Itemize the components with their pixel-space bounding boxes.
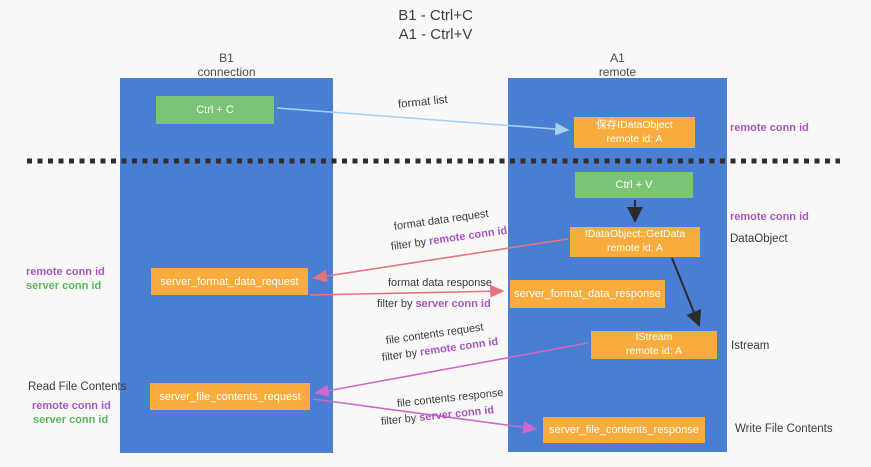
arrow-format-data-response [309, 284, 505, 298]
label-server-conn-id-left-1: server conn id [26, 280, 102, 292]
node-server-format-data-request: server_format_data_request [151, 268, 308, 295]
node-istream: IStream remote id: A [591, 331, 717, 359]
diagram-title: B1 - Ctrl+C A1 - Ctrl+V [0, 6, 871, 44]
lane-a1-name: A1 [610, 51, 625, 65]
title-line-2: A1 - Ctrl+V [398, 26, 473, 43]
label-istream: Istream [731, 340, 770, 352]
filter-by-text: filter by [390, 236, 427, 253]
label-remote-conn-id-mid-right: remote conn id [730, 211, 809, 223]
title-line-1: B1 - Ctrl+C [398, 7, 473, 24]
server-conn-id-text: server conn id [418, 404, 495, 424]
node-save-idataobject: 保存IDataObject remote id: A [574, 117, 695, 148]
node-ctrl-v: Ctrl + V [575, 172, 693, 198]
node-server-file-contents-response: server_file_contents_response [543, 417, 705, 443]
node-istream-line2: remote id: A [625, 345, 683, 357]
node-idataobject-getdata: IDataObject::GetData remote id: A [570, 227, 700, 257]
node-file-request-label: server_file_contents_request [159, 390, 301, 403]
label-remote-conn-id-left-2: remote conn id [32, 400, 111, 412]
node-server-format-data-response: server_format_data_response [510, 280, 665, 308]
filter-by-text: filter by [380, 412, 417, 428]
node-getdata-line1: IDataObject::GetData [584, 228, 686, 241]
node-format-request-label: server_format_data_request [160, 275, 299, 288]
server-conn-id-text: server conn id [415, 298, 491, 310]
label-server-conn-id-left-2: server conn id [33, 414, 109, 426]
label-write-file-contents: Write File Contents [735, 423, 833, 435]
remote-conn-id-text: remote conn id [428, 224, 509, 248]
label-format-list: format list [397, 93, 449, 111]
filter-by-text: filter by [381, 347, 418, 364]
node-ctrl-c: Ctrl + C [156, 96, 274, 124]
label-dataobject: DataObject [730, 233, 788, 245]
node-getdata-line2: remote id: A [606, 242, 664, 254]
label-read-file-contents: Read File Contents [28, 381, 127, 393]
node-istream-line1: IStream [635, 331, 673, 344]
node-save-idataobject-line2: remote id: A [606, 132, 663, 145]
node-format-response-label: server_format_data_response [514, 288, 661, 300]
label-remote-conn-id-left-1: remote conn id [26, 266, 105, 278]
node-ctrl-c-label: Ctrl + C [196, 104, 234, 116]
lane-header-b1: B1 connection [120, 51, 333, 79]
lane-header-a1: A1 remote [508, 51, 727, 79]
node-save-idataobject-line1: 保存IDataObject [596, 118, 673, 131]
label-format-data-response: format data response [388, 277, 492, 289]
lane-a1-subtitle: remote [598, 65, 637, 79]
node-ctrl-v-label: Ctrl + V [615, 179, 653, 191]
label-remote-conn-id-top-right: remote conn id [730, 122, 809, 134]
node-server-file-contents-request: server_file_contents_request [150, 383, 310, 410]
lane-b1-subtitle: connection [197, 65, 256, 79]
node-file-response-label: server_file_contents_response [549, 424, 699, 436]
lane-b1-name: B1 [219, 51, 234, 65]
filter-by-text: filter by [377, 298, 413, 310]
